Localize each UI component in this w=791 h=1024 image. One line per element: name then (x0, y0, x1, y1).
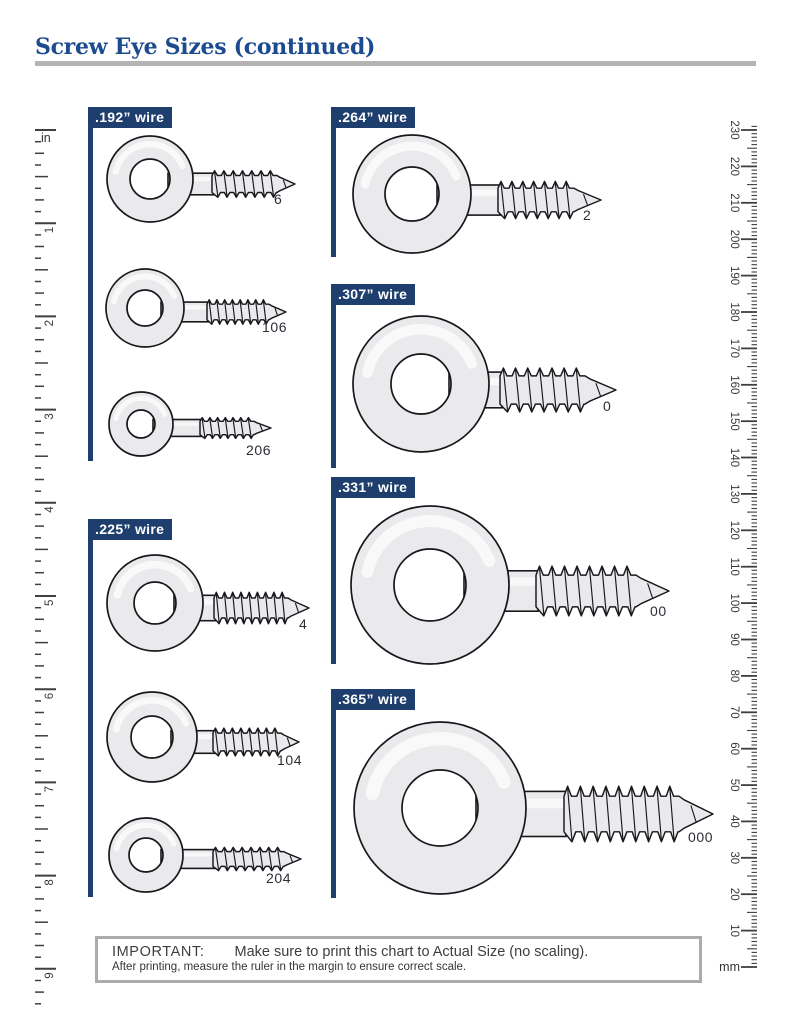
wire-size-bracket-line (331, 284, 336, 468)
mm-ruler-number: 170 (728, 339, 740, 358)
screw-eye-illustration (108, 817, 302, 893)
wire-size-label: .192” wire (88, 107, 173, 128)
screw-size-label: 2 (583, 207, 592, 223)
mm-ruler-number: 10 (728, 924, 740, 937)
screw-eye-illustration (105, 268, 287, 348)
mm-ruler-number: 30 (728, 851, 740, 864)
mm-ruler-number: 20 (728, 888, 740, 901)
wire-size-bracket-line (331, 477, 336, 664)
inch-ruler: in 1 2 3 4 5 6 7 8 9 (35, 129, 56, 1005)
wire-size-label: .307” wire (331, 284, 416, 305)
title-rule (35, 61, 756, 66)
important-notice: IMPORTANT: Make sure to print this chart … (95, 936, 702, 983)
mm-ruler-number: 230 (728, 120, 740, 139)
mm-ruler-number: 50 (728, 779, 740, 792)
wire-size-label: .331” wire (331, 477, 416, 498)
screw-size-label: 204 (266, 870, 292, 886)
screw-size-label: 0 (603, 398, 612, 414)
mm-ruler-number: 70 (728, 706, 740, 719)
inch-ruler-number: 7 (44, 786, 56, 792)
mm-ruler-number: 180 (728, 302, 740, 321)
wire-size-bracket-line (331, 689, 336, 898)
mm-ruler: 10 20 30 40 50 60 70 80 90 100 110 120 130 140 150 160 1… (719, 120, 757, 974)
mm-ruler-number: 90 (728, 633, 740, 646)
screw-eye-illustration (106, 135, 296, 223)
wire-size-bracket-line (88, 519, 93, 897)
mm-ruler-number: 40 (728, 815, 740, 828)
screw-size-label: 104 (277, 752, 303, 768)
mm-ruler-number: 60 (728, 742, 740, 755)
inch-ruler-number: 4 (44, 506, 56, 513)
notice-heading: IMPORTANT: (112, 944, 205, 960)
inch-ruler-number: 8 (44, 879, 56, 885)
screw-size-label: 4 (299, 616, 308, 632)
notice-text: Make sure to print this chart to Actual … (234, 944, 589, 960)
page-title: Screw Eye Sizes (continued) (35, 34, 376, 60)
mm-ruler-number: 100 (728, 594, 740, 613)
screw-eye-illustration (106, 691, 300, 783)
mm-ruler-number: 200 (728, 230, 740, 249)
wire-size-bracket-line (88, 107, 93, 461)
wire-size-bracket-line (331, 107, 336, 257)
screw-eye-illustration (352, 315, 617, 453)
mm-ruler-number: 160 (728, 375, 740, 394)
screw-eye-illustration (353, 721, 714, 895)
mm-ruler-number: 110 (728, 558, 740, 576)
inch-ruler-number: 5 (44, 600, 56, 606)
mm-ruler-number: 190 (728, 266, 740, 285)
wire-size-label: .365” wire (331, 689, 416, 710)
screw-size-label: 206 (246, 442, 272, 458)
wire-size-label: .225” wire (88, 519, 173, 540)
inch-ruler-number: 1 (44, 227, 56, 233)
mm-ruler-number: 80 (728, 670, 740, 683)
screw-eye-illustration (352, 134, 602, 254)
notice-subtext: After printing, measure the ruler in the… (112, 961, 467, 973)
screw-size-label: 00 (650, 603, 667, 619)
mm-ruler-number: 220 (728, 157, 740, 176)
mm-ruler-number: 130 (728, 484, 740, 503)
screw-size-label: 6 (274, 191, 283, 207)
mm-ruler-number: 150 (728, 412, 740, 431)
screw-size-label: 000 (688, 829, 714, 845)
inch-unit-label: in (41, 131, 51, 145)
screw-eye-illustration (350, 505, 670, 665)
mm-ruler-number: 140 (728, 448, 740, 467)
mm-ruler-number: 120 (728, 521, 740, 540)
screw-eye-illustration (108, 391, 272, 457)
inch-ruler-number: 9 (44, 972, 56, 978)
screw-size-label: 106 (262, 319, 288, 335)
inch-ruler-number: 3 (44, 413, 56, 419)
mm-unit-label: mm (719, 960, 740, 974)
inch-ruler-number: 2 (44, 320, 56, 326)
inch-ruler-number: 6 (44, 693, 56, 699)
wire-size-label: .264” wire (331, 107, 416, 128)
mm-ruler-number: 210 (728, 193, 740, 212)
screw-eye-illustration (106, 554, 310, 652)
